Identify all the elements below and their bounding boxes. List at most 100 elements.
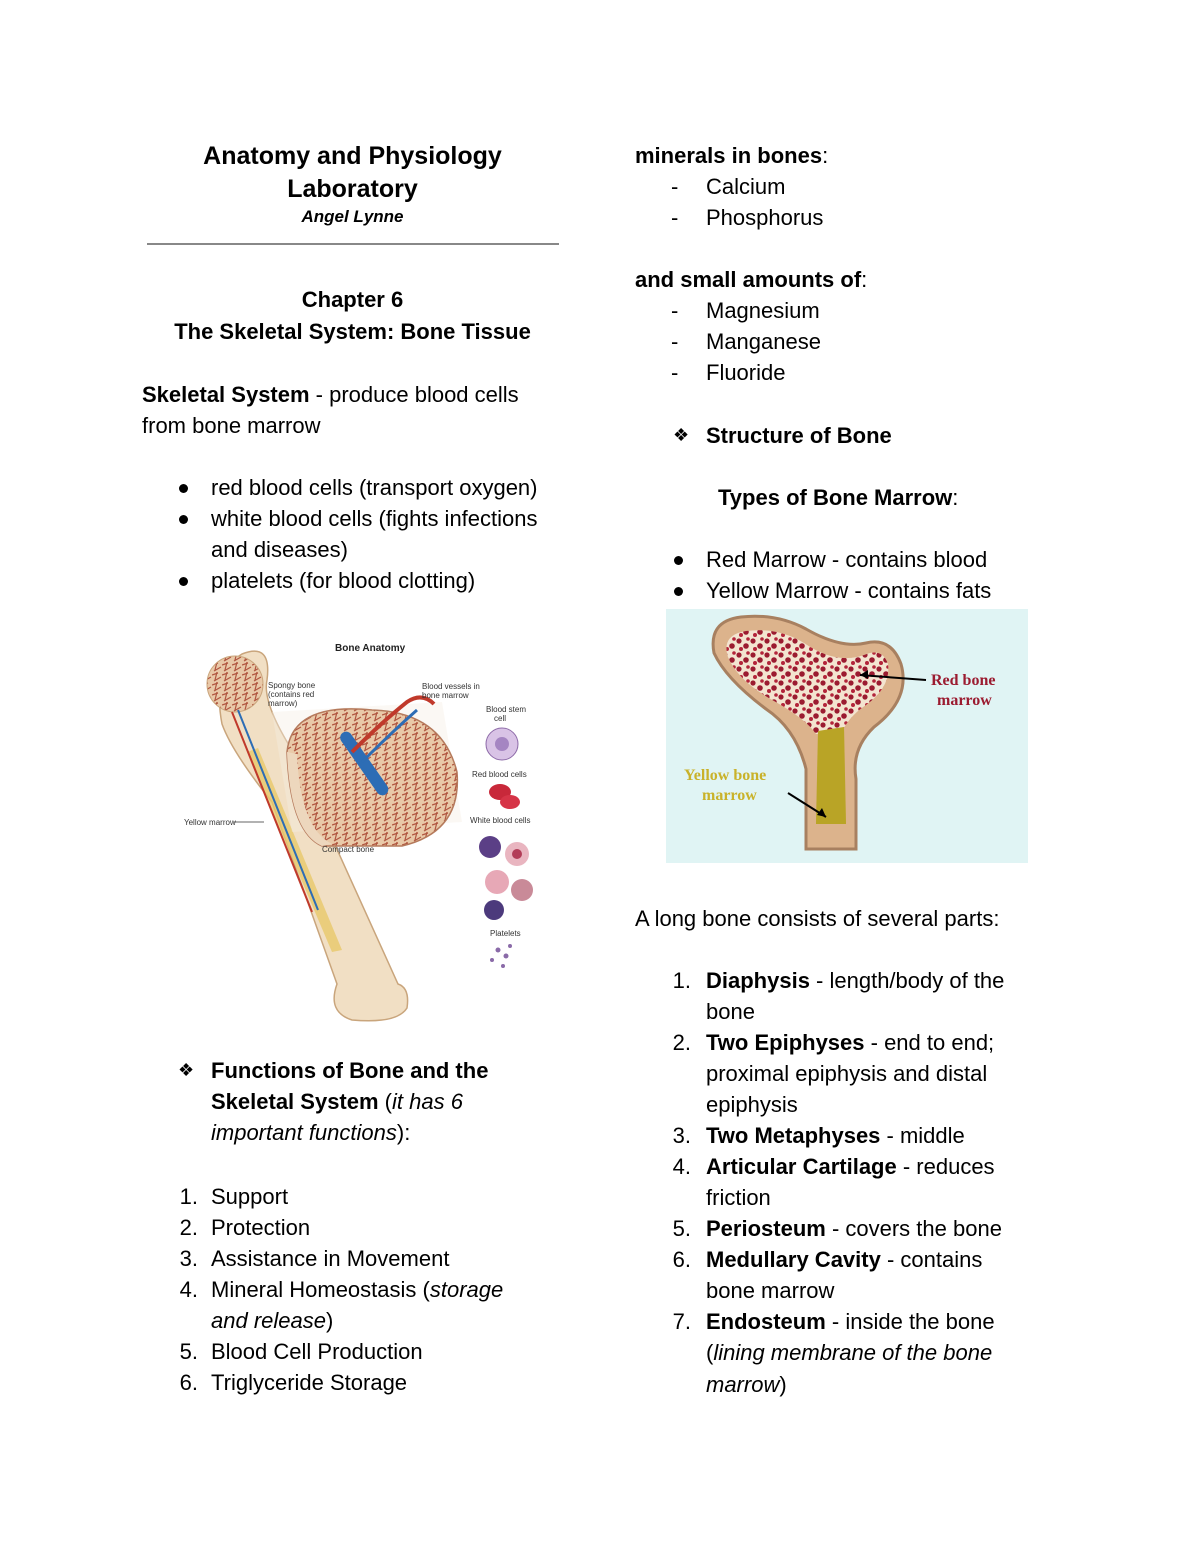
function-item: Assistance in Movement bbox=[211, 1246, 450, 1271]
dash-bullet: - bbox=[671, 205, 679, 230]
part-cont: bone marrow bbox=[706, 1278, 835, 1303]
label-platelets: Platelets bbox=[490, 929, 521, 938]
skeletal-system-line1: Skeletal System - produce blood cells bbox=[142, 379, 519, 410]
bullet-dot bbox=[179, 515, 188, 524]
part-desc: - contains bbox=[880, 1247, 983, 1272]
bone-anatomy-figure: Bone Anatomy Spongy bone (contain bbox=[172, 632, 552, 1024]
list-number: 1. bbox=[672, 968, 691, 993]
diamond-bullet-icon: ❖ bbox=[178, 1060, 195, 1080]
functions-heading-italic2: important functions bbox=[211, 1120, 397, 1145]
part-cont: marrow) bbox=[706, 1369, 787, 1400]
list-number: 5. bbox=[672, 1216, 691, 1241]
list-number: 2. bbox=[179, 1215, 198, 1240]
function-item: Protection bbox=[211, 1215, 311, 1240]
dash-bullet: - bbox=[671, 174, 679, 199]
skeletal-system-term: Skeletal System bbox=[142, 382, 310, 407]
red-bone-marrow-label: Red bone bbox=[931, 672, 995, 689]
part-epiphyses: Two Epiphyses - end to end; bbox=[706, 1027, 994, 1058]
small-mineral-item: Magnesium bbox=[706, 298, 820, 323]
bone-anatomy-illustration: Bone Anatomy Spongy bone (contain bbox=[184, 643, 533, 1022]
list-number: 6. bbox=[672, 1247, 691, 1272]
functions-heading-line3: important functions): bbox=[211, 1117, 410, 1148]
functions-heading-bold2: Skeletal System bbox=[211, 1089, 379, 1114]
marrow-types-heading: Types of Bone Marrow: bbox=[718, 482, 958, 513]
label-white-blood-cells: White blood cells bbox=[470, 816, 530, 825]
bullet-dot bbox=[674, 587, 683, 596]
bullet-dot bbox=[179, 484, 188, 493]
list-number: 4. bbox=[179, 1277, 198, 1302]
part-desc: - end to end; bbox=[864, 1030, 995, 1055]
part-term: Two Metaphyses bbox=[706, 1123, 881, 1148]
part-endosteum: Endosteum - inside the bone bbox=[706, 1306, 995, 1337]
doc-author: Angel Lynne bbox=[301, 207, 404, 226]
part-term: Articular Cartilage bbox=[706, 1154, 897, 1179]
part-diaphysis: Diaphysis - length/body of the bbox=[706, 965, 1004, 996]
marrow-item-yellow: Yellow Marrow - contains fats bbox=[706, 578, 992, 603]
label-blood-vessels-2: bone marrow bbox=[422, 691, 469, 700]
title-divider bbox=[147, 243, 559, 245]
functions-heading-line2: Skeletal System (it has 6 bbox=[211, 1086, 463, 1117]
dash-bullet: - bbox=[671, 298, 679, 323]
function-item: Support bbox=[211, 1184, 289, 1209]
red-bone-marrow-label-2: marrow bbox=[937, 692, 992, 709]
mineral-item: Calcium bbox=[706, 174, 786, 199]
functions-heading-tail: ): bbox=[396, 1120, 411, 1145]
list-number: 2. bbox=[672, 1030, 691, 1055]
dash-bullet: - bbox=[671, 360, 679, 385]
skeletal-system-desc: - produce blood cells bbox=[309, 382, 519, 407]
bullet-white-cells-cont: and diseases) bbox=[211, 537, 348, 562]
part-cont-italic: lining membrane of the bone bbox=[713, 1340, 993, 1365]
small-mineral-item: Fluoride bbox=[706, 360, 786, 385]
yellow-bone-marrow-label-2: marrow bbox=[702, 787, 757, 804]
function-item: Triglyceride Storage bbox=[211, 1370, 408, 1395]
figure-title: Bone Anatomy bbox=[335, 643, 406, 654]
part-cont: (lining membrane of the bone bbox=[706, 1337, 992, 1368]
part-term: Periosteum bbox=[706, 1216, 826, 1241]
function-item-italic: and release bbox=[211, 1308, 326, 1333]
bone-marrow-figure: Red bone marrow Yellow bone marrow bbox=[666, 609, 1028, 863]
yellow-bone-marrow-label: Yellow bone bbox=[684, 767, 766, 784]
part-metaphyses: Two Metaphyses - middle bbox=[706, 1120, 965, 1151]
list-number: 1. bbox=[179, 1184, 198, 1209]
minerals-colon: : bbox=[822, 143, 829, 168]
marrow-item-red: Red Marrow - contains blood bbox=[706, 547, 988, 572]
part-desc: - covers the bone bbox=[825, 1216, 1002, 1241]
part-desc: - length/body of the bbox=[809, 968, 1005, 993]
list-number: 3. bbox=[179, 1246, 198, 1271]
part-cont-paren: ( bbox=[706, 1340, 714, 1365]
functions-heading-line1: Functions of Bone and the bbox=[211, 1055, 488, 1086]
part-cont: friction bbox=[706, 1185, 771, 1210]
bullet-red-cells: red blood cells (transport oxygen) bbox=[211, 475, 538, 500]
list-number: 3. bbox=[672, 1123, 691, 1148]
part-term: Diaphysis bbox=[706, 968, 810, 993]
function-item: Blood Cell Production bbox=[211, 1339, 423, 1364]
part-desc: - reduces bbox=[896, 1154, 995, 1179]
part-cont-paren: ) bbox=[779, 1372, 787, 1397]
structure-heading: Structure of Bone bbox=[706, 420, 892, 451]
label-red-blood-cells: Red blood cells bbox=[472, 770, 527, 779]
part-desc: - middle bbox=[880, 1123, 965, 1148]
label-spongy-bone-3: marrow) bbox=[268, 699, 298, 708]
list-number: 5. bbox=[179, 1339, 198, 1364]
chapter-title: The Skeletal System: Bone Tissue bbox=[174, 319, 531, 344]
minerals-heading: minerals in bones: bbox=[635, 140, 828, 171]
list-number: 4. bbox=[672, 1154, 691, 1179]
functions-heading-italic1: it has 6 bbox=[392, 1089, 463, 1114]
function-item-italic: storage bbox=[429, 1277, 504, 1302]
small-amounts-heading-text: and small amounts of bbox=[635, 267, 862, 292]
label-yellow-marrow: Yellow marrow bbox=[184, 818, 236, 827]
function-item-cont: and release) bbox=[211, 1305, 333, 1336]
skeletal-system-line2: from bone marrow bbox=[142, 413, 321, 438]
part-cont-italic: marrow bbox=[706, 1372, 780, 1397]
long-bone-intro: A long bone consists of several parts: bbox=[635, 906, 1000, 931]
dash-bullet: - bbox=[671, 329, 679, 354]
part-cont: epiphysis bbox=[706, 1092, 798, 1117]
doc-title-line1: Anatomy and Physiology bbox=[203, 142, 502, 170]
functions-heading-paren: ( bbox=[378, 1089, 392, 1114]
label-stem-cell-2: cell bbox=[494, 714, 506, 723]
label-spongy-bone-2: (contains red bbox=[268, 690, 314, 699]
part-term: Endosteum bbox=[706, 1309, 826, 1334]
minerals-heading-text: minerals in bones bbox=[635, 143, 823, 168]
marrow-types-heading-text: Types of Bone Marrow bbox=[718, 485, 953, 510]
chapter-number: Chapter 6 bbox=[301, 287, 404, 312]
